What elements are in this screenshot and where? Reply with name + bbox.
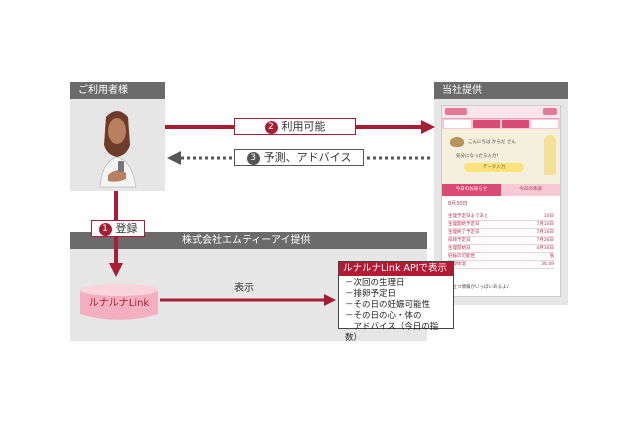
label-advice-text: 予測、アドバイス xyxy=(263,151,352,164)
menu-icon[interactable] xyxy=(543,108,557,115)
phone-row: 生理予定日まであと 10日 xyxy=(448,213,554,221)
phone-nav xyxy=(442,119,560,129)
api-box-title: ルナルナLink APIで表示 xyxy=(339,262,453,276)
company-header-text: 株式会社エムティーアイ提供 xyxy=(182,235,311,246)
arrow-display xyxy=(160,294,336,306)
api-item: －次回の生理日 xyxy=(345,278,405,288)
phone-tabs: 今日のお知らせ 今日の体調 xyxy=(442,184,560,196)
phone-row-label: 基礎体温 xyxy=(448,262,466,267)
phone-row: 排卵予定日 7月26日 xyxy=(448,237,554,245)
phone-row-value: 7月10日 xyxy=(536,222,554,227)
nav-tab-2[interactable] xyxy=(473,120,500,128)
step-number-2: 2 xyxy=(264,121,278,134)
api-item: －排卵予定日 xyxy=(345,289,397,299)
user-header: ご利用者様 xyxy=(70,82,165,99)
phone-row-label: 生理開始予定日 xyxy=(448,222,480,227)
phone-row-label: 生理予定日まであと xyxy=(448,214,489,219)
database-label: ルナルナLink xyxy=(88,298,150,309)
phone-screen: こんにちは からだ さん 気分になったら入力！ データ入力 今日のお知らせ 今日… xyxy=(441,105,561,297)
phone-row-value: 36.49 xyxy=(541,262,554,267)
label-use-text: 利用可能 xyxy=(281,120,326,133)
tulip-icon xyxy=(544,135,556,175)
phone-row-value: 低 xyxy=(549,254,555,259)
phone-row-value: 4月30日 xyxy=(536,246,554,251)
phone-row: 生理開始日 4月30日 xyxy=(448,245,554,253)
data-input-button[interactable]: データ入力 xyxy=(464,163,524,172)
phone-row: 基礎体温 36.49 xyxy=(448,261,554,269)
api-item: －その日の心・体の xyxy=(345,311,422,321)
step-number-3: 3 xyxy=(246,152,260,165)
phone-footer: 役立つ情報がいっぱいあるよ♪ xyxy=(448,285,510,290)
nav-tab-3[interactable] xyxy=(502,120,529,128)
phone-greeting: こんにちは からだ さん xyxy=(468,140,516,145)
phone-question: 気分になったら入力！ xyxy=(456,154,501,159)
api-item: －その日の妊娠可能性 xyxy=(345,300,431,310)
phone-date: 8月30日 xyxy=(448,201,468,207)
phone-topbar xyxy=(442,106,560,119)
phone-row-label: 生理終了予定日 xyxy=(448,230,480,235)
phone-row-value: 7月16日 xyxy=(536,230,554,235)
user-figure xyxy=(99,111,137,188)
bird-icon xyxy=(450,137,464,147)
company-header: 株式会社エムティーアイ提供 xyxy=(70,232,427,249)
provider-header: 当社提供 xyxy=(434,82,568,99)
api-box-list: －次回の生理日 －排卵予定日 －その日の妊娠可能性 －その日の心・体の アドバイ… xyxy=(339,276,453,344)
api-box: ルナルナLink APIで表示 －次回の生理日 －排卵予定日 －その日の妊娠可能… xyxy=(338,261,454,343)
phone-row: 妊娠の可能性 低 xyxy=(448,253,554,261)
phone-row-value: 10日 xyxy=(543,214,554,219)
nav-tab-4[interactable] xyxy=(531,120,558,128)
tab-today[interactable]: 今日のお知らせ xyxy=(442,184,501,196)
api-item: アドバイス（今日の指数） xyxy=(345,322,439,343)
phone-hero: こんにちは からだ さん 気分になったら入力！ データ入力 xyxy=(442,129,560,184)
nav-tab-1[interactable] xyxy=(444,120,471,128)
phone-row-label: 妊娠の可能性 xyxy=(448,254,475,259)
phone-row: 生理終了予定日 7月16日 xyxy=(448,229,554,237)
phone-row-value: 7月26日 xyxy=(536,238,554,243)
label-register-text: 登録 xyxy=(115,222,138,235)
phone-rows: 生理予定日まであと 10日生理開始予定日 7月10日生理終了予定日 7月16日排卵予定… xyxy=(442,209,560,269)
database-icon xyxy=(80,284,158,320)
phone-row-label: 排卵予定日 xyxy=(448,238,471,243)
label-display: 表示 xyxy=(234,283,254,294)
phone-row-label: 生理開始日 xyxy=(448,246,471,251)
tab-advice[interactable]: 今日の体調 xyxy=(501,184,560,196)
step-number-1: 1 xyxy=(98,223,112,236)
phone-row: 生理開始予定日 7月10日 xyxy=(448,221,554,229)
app-logo-icon xyxy=(445,108,467,115)
